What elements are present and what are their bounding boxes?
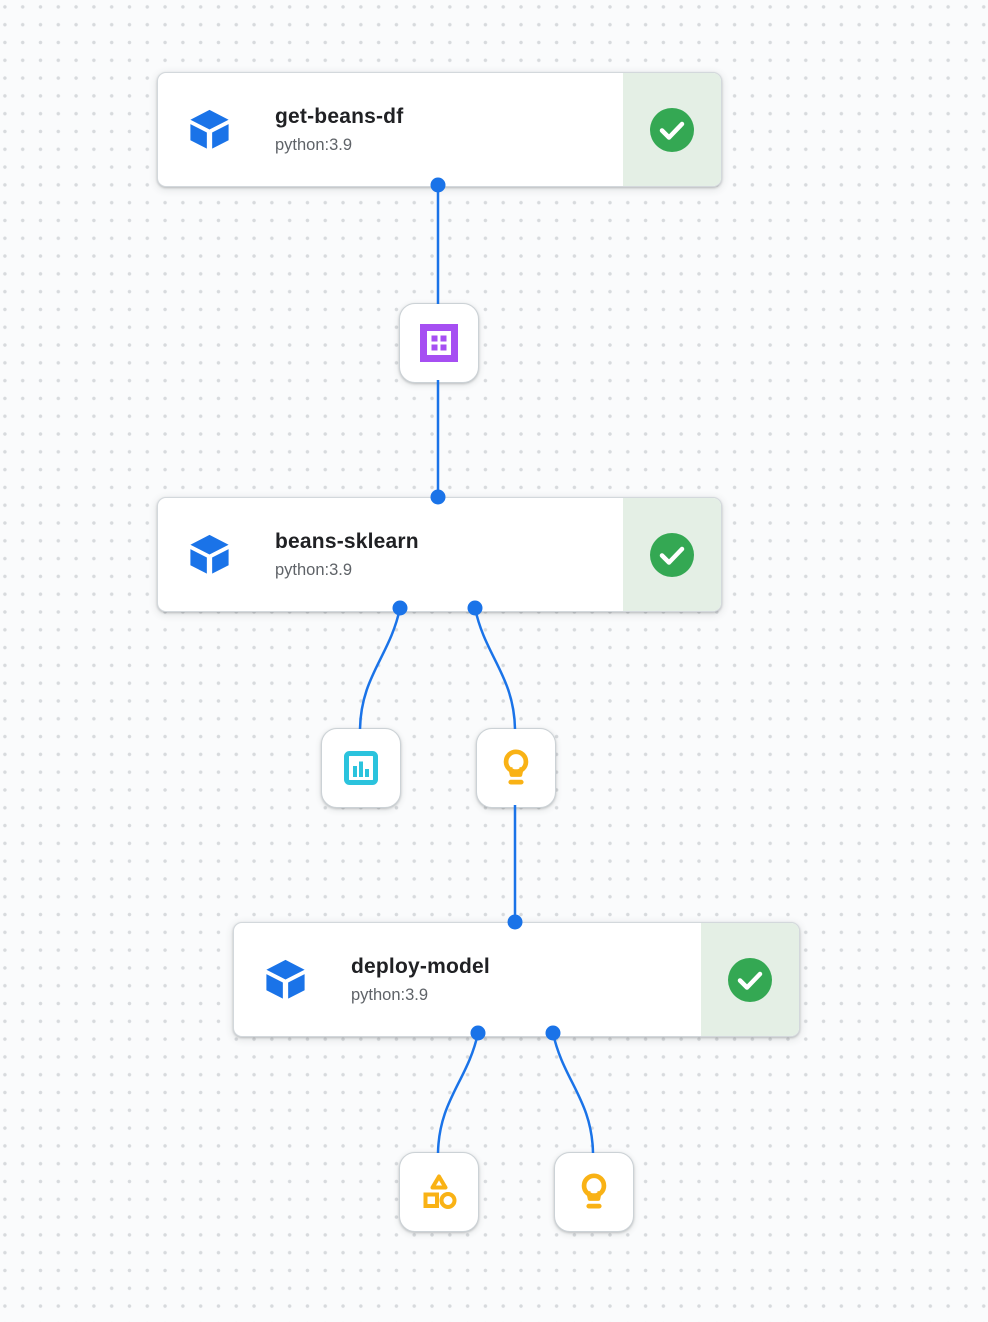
edge-line	[473, 607, 517, 730]
generic-artifact-icon	[423, 1174, 457, 1209]
exec-node-beans-sklearn[interactable]: beans-sklearn python:3.9	[157, 497, 722, 612]
check-circle-icon	[728, 957, 772, 1002]
artifact-node-model-2[interactable]	[554, 1152, 634, 1232]
component-cube-icon	[186, 106, 233, 153]
edge-line	[551, 1032, 595, 1154]
node-title: deploy-model	[351, 954, 490, 978]
node-title: get-beans-df	[275, 104, 404, 128]
component-cube-icon	[262, 956, 309, 1003]
metrics-icon	[344, 751, 378, 785]
component-cube-icon	[186, 531, 233, 578]
node-subtitle: python:3.9	[275, 561, 353, 579]
dataset-icon	[420, 324, 458, 362]
edge-line	[436, 1032, 480, 1154]
check-circle-icon	[650, 532, 694, 577]
model-icon	[581, 1173, 607, 1209]
exec-node-deploy-model[interactable]: deploy-model python:3.9	[233, 922, 800, 1037]
model-icon	[503, 749, 529, 785]
exec-node-get-beans-df[interactable]: get-beans-df python:3.9	[157, 72, 722, 187]
node-title: beans-sklearn	[275, 529, 419, 553]
status-badge	[623, 73, 721, 186]
check-circle-icon	[650, 107, 694, 152]
node-subtitle: python:3.9	[275, 136, 353, 154]
artifact-node-model[interactable]	[476, 728, 556, 808]
status-badge	[623, 498, 721, 611]
artifact-node-dataset[interactable]	[399, 303, 479, 383]
node-subtitle: python:3.9	[351, 986, 429, 1004]
artifact-node-generic[interactable]	[399, 1152, 479, 1232]
artifact-node-metrics[interactable]	[321, 728, 401, 808]
edge-line	[358, 607, 402, 730]
status-badge	[701, 923, 799, 1036]
